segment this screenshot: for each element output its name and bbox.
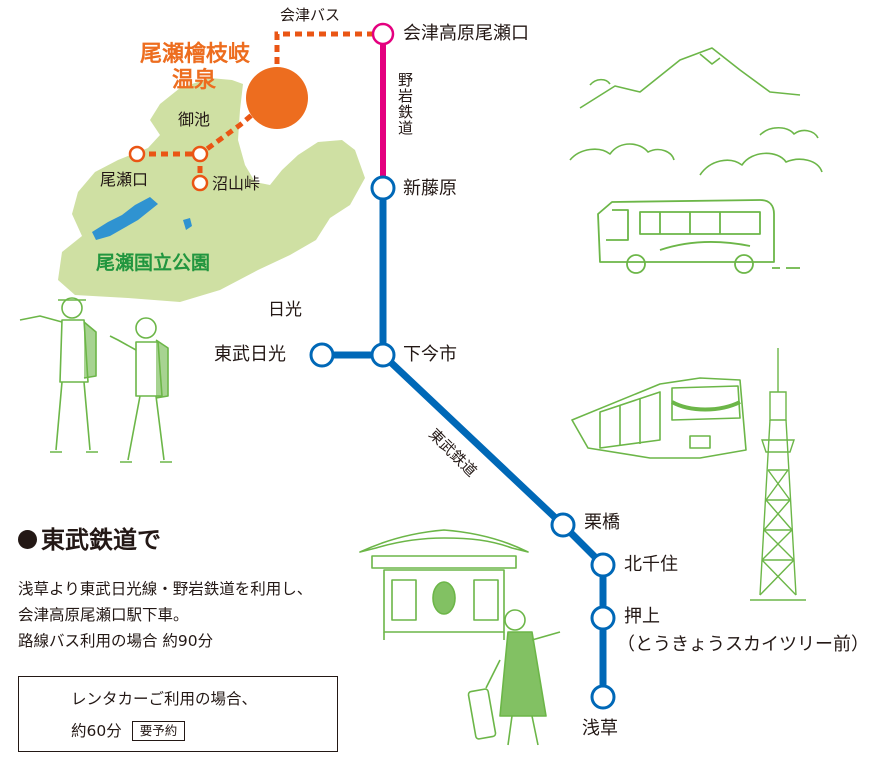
lake-small: [183, 218, 192, 230]
info-title-text: 東武鉄道で: [41, 526, 161, 554]
station-label-tobu-nikko: 東武日光: [214, 344, 286, 365]
station-label-kurihashi: 栗橋: [584, 512, 620, 533]
station-label-kitasenju: 北千住: [624, 554, 678, 575]
station-label-oshiage: 押上: [624, 606, 660, 627]
station-label-oshiage-sub: （とうきょうスカイツリー前）: [617, 634, 869, 655]
reservation-badge: 要予約: [131, 721, 186, 741]
bullet-icon: [18, 530, 37, 549]
line-label-yagan: 野岩鉄道: [396, 72, 414, 136]
station-marker-oshiage: [590, 605, 616, 631]
station-marker-kurihashi: [550, 512, 576, 538]
stop-label-numayama: 沼山峠: [212, 174, 261, 193]
bus-illustration: [597, 199, 800, 274]
oze-park-area: [58, 78, 365, 302]
info-body: 浅草より東武日光線・野岩鉄道を利用し、 会津高原尾瀬口駅下車。 路線バス利用の場…: [18, 576, 312, 654]
station-label-shimo-imaichi: 下今市: [403, 344, 457, 365]
station-label-asakusa: 浅草: [582, 718, 618, 739]
destination-label-line1: 尾瀬檜枝岐: [140, 42, 251, 67]
stop-marker-numayama: [191, 174, 209, 192]
station-marker-tobu-nikko: [309, 342, 335, 368]
bus-route-aizu: [274, 31, 383, 76]
mountain-illustration: [569, 47, 823, 176]
stop-label-mi-ike: 御池: [178, 110, 211, 129]
info-body-line: 路線バス利用の場合 約90分: [18, 632, 214, 650]
stop-marker-mi-ike: [191, 145, 209, 163]
station-label-shin-fujiwara: 新藤原: [403, 178, 457, 199]
station-marker-aizu-kogen: [371, 22, 395, 46]
region-label-nikko: 日光: [268, 300, 302, 320]
destination-marker: [246, 67, 308, 129]
rental-line1: レンタカーご利用の場合、: [71, 690, 258, 708]
stop-marker-oze-guchi: [128, 145, 146, 163]
skytree-illustration: [750, 348, 806, 601]
rental-car-box: レンタカーご利用の場合、 約60分要予約: [18, 676, 338, 752]
info-title: 東武鉄道で: [18, 520, 161, 555]
station-marker-asakusa: [590, 684, 616, 710]
traveler-illustration: [467, 609, 561, 746]
hikers-illustration: [19, 297, 172, 463]
rental-line2: 約60分要予約: [71, 719, 186, 741]
bus-label: 会津バス: [280, 6, 341, 24]
bus-route-park: [137, 106, 262, 157]
lake: [92, 197, 158, 240]
station-marker-shimo-imaichi: [370, 342, 396, 368]
stop-label-oze-guchi: 尾瀬口: [100, 170, 149, 189]
park-name: 尾瀬国立公園: [96, 252, 211, 274]
info-body-line: 会津高原尾瀬口駅下車。: [18, 606, 189, 624]
station-label-aizu-kogen: 会津高原尾瀬口: [403, 23, 529, 44]
info-body-line: 浅草より東武日光線・野岩鉄道を利用し、: [18, 580, 313, 598]
rental-time: 約60分: [71, 722, 122, 740]
line-label-tobu: 東武鉄道: [425, 425, 480, 480]
train-illustration: [571, 377, 747, 459]
gate-illustration: [359, 529, 529, 640]
destination-label-line2: 温泉: [172, 68, 217, 93]
station-marker-kitasenju: [590, 552, 616, 578]
station-marker-shin-fujiwara: [370, 175, 396, 201]
